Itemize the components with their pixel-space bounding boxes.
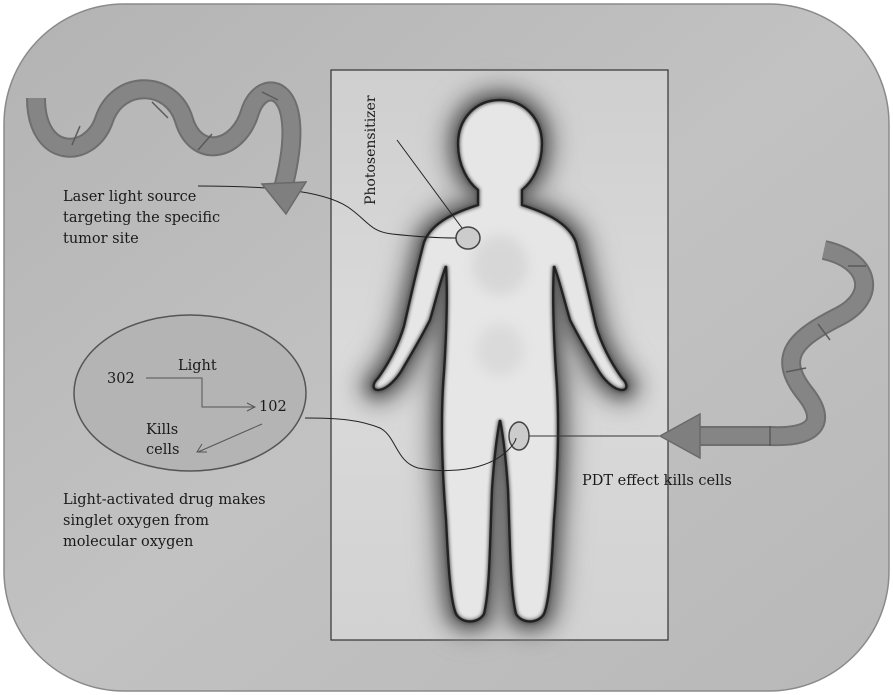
photosensitizer-label: Photosensitizer <box>363 95 379 205</box>
laser-caption-line-1: Laser light source <box>63 187 196 207</box>
reactant-label: 302 <box>107 369 135 389</box>
drug-caption-line-1: Light-activated drug makes <box>63 490 266 510</box>
kills-label-line-1: Kills <box>146 420 178 440</box>
reaction-ellipse <box>74 315 306 471</box>
body-image-panel <box>331 70 668 640</box>
drug-caption-line-3: molecular oxygen <box>63 532 193 552</box>
laser-caption-line-2: targeting the specific <box>63 208 220 228</box>
pdt-caption: PDT effect kills cells <box>582 471 732 491</box>
kills-label-line-2: cells <box>146 440 179 460</box>
light-label: Light <box>178 356 217 376</box>
product-label: 102 <box>259 397 287 417</box>
upper-tumor-site <box>456 227 480 249</box>
laser-caption-line-3: tumor site <box>63 229 139 249</box>
drug-caption-line-2: singlet oxygen from <box>63 511 209 531</box>
